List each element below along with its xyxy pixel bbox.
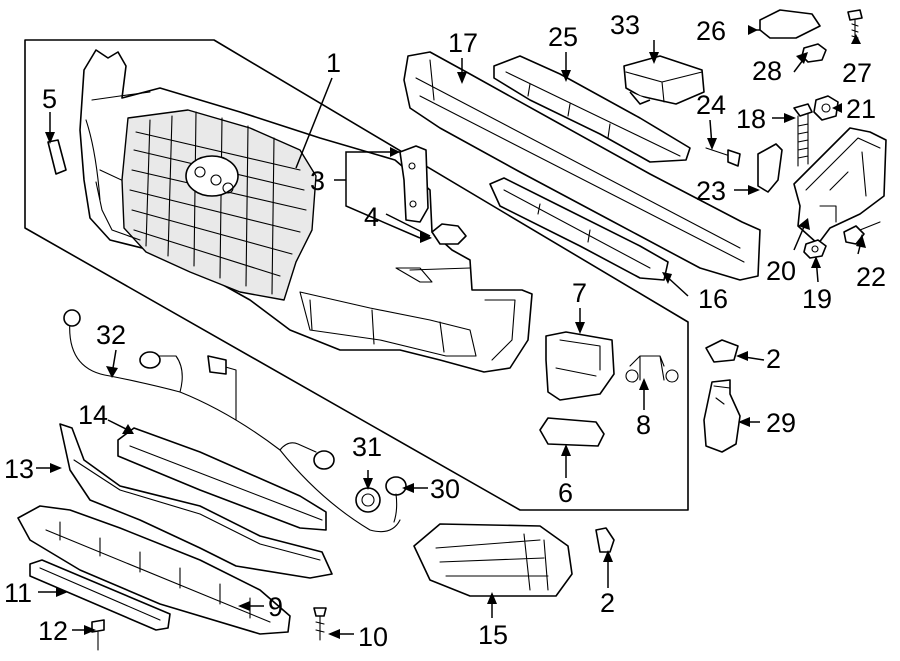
callout-17: 17: [448, 28, 478, 58]
control-module: [623, 55, 705, 105]
callout-14: 14: [78, 400, 108, 430]
rivet-12: [91, 619, 105, 651]
bracket-part-3: [399, 145, 429, 223]
bag-29: [703, 379, 741, 453]
clip-2-upper: [705, 339, 739, 363]
wiring-harness: [63, 309, 407, 533]
screw-10: [313, 607, 327, 641]
callout-13: 13: [4, 454, 34, 484]
callout-26: 26: [696, 16, 726, 46]
tow-eye-cap: [47, 139, 67, 175]
callout-18: 18: [736, 104, 766, 134]
bolt-22: [843, 221, 881, 245]
callout-24: 24: [696, 90, 726, 120]
callout-2-lower: 2: [600, 588, 615, 618]
sensor-holder-7: [545, 331, 615, 401]
nut-21: [813, 95, 839, 121]
strip-11: [29, 559, 171, 631]
bolt-18: [793, 103, 813, 167]
fog-grille-15: [413, 523, 573, 597]
callout-33: 33: [610, 10, 640, 40]
spring-clip-8: [625, 355, 679, 383]
clip-part-4: [431, 223, 467, 245]
callout-11: 11: [4, 578, 32, 608]
callout-8: 8: [636, 410, 651, 440]
callout-labels: 1 2 2 3 4 5 6 7 8 9 10 11 12 13 14 15 16…: [4, 10, 886, 652]
absorber-upper: [493, 55, 691, 163]
callout-19: 19: [802, 284, 832, 314]
callout-27: 27: [842, 58, 872, 88]
callout-28: 28: [752, 56, 782, 86]
pin-24: [705, 147, 741, 167]
clip-2-lower: [595, 527, 615, 553]
callout-6: 6: [558, 478, 573, 508]
callout-23: 23: [696, 176, 726, 206]
callout-10: 10: [358, 622, 388, 652]
callout-5: 5: [42, 84, 57, 114]
callout-31: 31: [352, 432, 382, 462]
callout-3: 3: [310, 166, 325, 196]
callout-1: 1: [326, 48, 341, 78]
cover-6: [539, 417, 605, 447]
callout-16: 16: [698, 284, 728, 314]
carrier-20: [793, 127, 887, 245]
impact-bar: [403, 51, 761, 281]
callout-29: 29: [766, 408, 796, 438]
screw-27: [847, 9, 863, 43]
sensor-ring-31: [355, 487, 381, 513]
callout-20: 20: [766, 256, 796, 286]
callout-22: 22: [856, 262, 886, 292]
callout-25: 25: [548, 22, 578, 52]
arrowheads: [45, 25, 866, 639]
nut-19: [803, 239, 827, 259]
callout-7: 7: [572, 278, 587, 308]
callout-30: 30: [430, 474, 460, 504]
spoiler-13: [59, 423, 333, 579]
absorber-lower: [489, 177, 669, 281]
assembly-frame: [24, 39, 689, 511]
bumper-cover: [79, 49, 533, 373]
callout-2: 2: [766, 344, 781, 374]
callout-4: 4: [364, 202, 379, 232]
mount-bracket-26: [759, 9, 821, 39]
callout-21: 21: [846, 94, 876, 124]
trim-strip-14: [117, 427, 327, 531]
bracket-23: [757, 143, 783, 193]
callout-9: 9: [268, 592, 283, 622]
callout-15: 15: [478, 620, 508, 650]
callout-32: 32: [96, 320, 126, 350]
callout-12: 12: [38, 616, 68, 646]
